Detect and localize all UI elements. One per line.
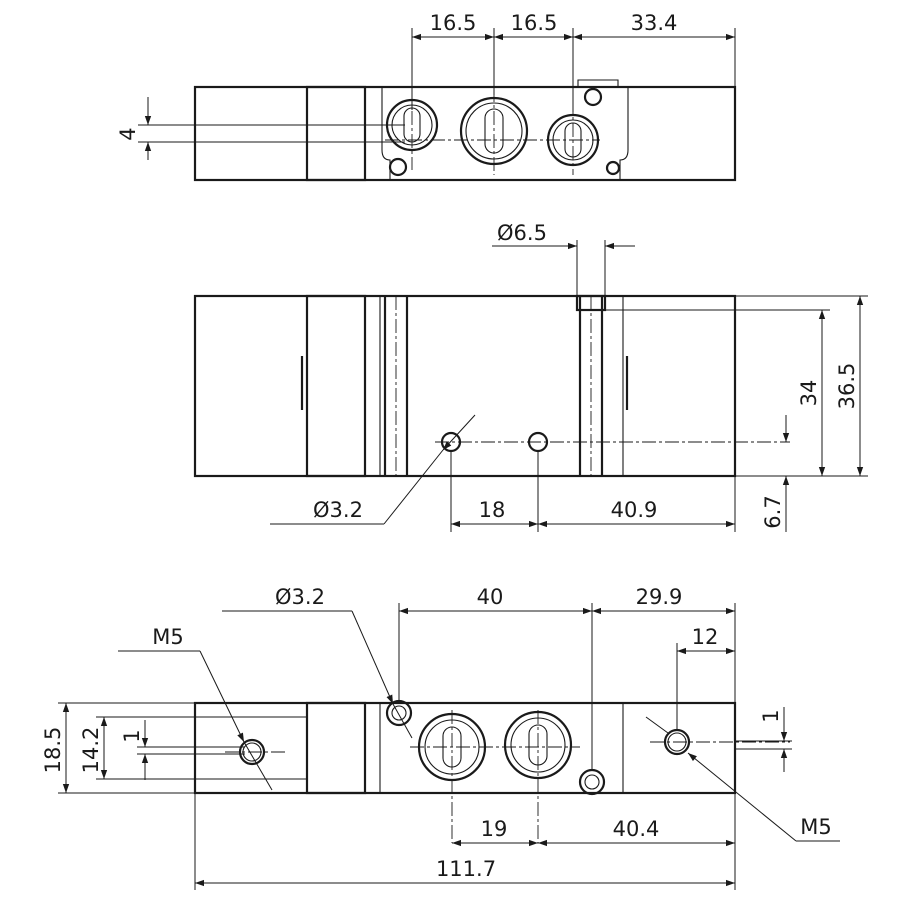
dim-front-height-total: 36.5 bbox=[835, 363, 859, 410]
front-view-pin-head bbox=[575, 294, 607, 312]
bottom-view-end-cap bbox=[305, 701, 367, 795]
bottom-thread-left bbox=[238, 738, 266, 766]
bottom-view: 40 29.9 12 Ø3.2 M5 M5 1 18.5 14.2 bbox=[41, 585, 840, 890]
dim-bottom-port-spacing: 19 bbox=[481, 817, 508, 841]
dim-bottom-mount-to-end: 29.9 bbox=[636, 585, 683, 609]
dim-bottom-length-total: 111.7 bbox=[436, 857, 496, 881]
bottom-mount-hole-right bbox=[578, 768, 606, 796]
top-mount-hole-1 bbox=[583, 87, 603, 107]
dim-front-hole-spacing: 18 bbox=[479, 498, 506, 522]
dim-top-pitch-left: 16.5 bbox=[430, 11, 477, 35]
bottom-mount-hole-left bbox=[385, 699, 413, 727]
dim-top-pitch-right: 16.5 bbox=[511, 11, 558, 35]
top-view-flange-right bbox=[619, 87, 629, 180]
dim-bottom-offset-right: 1 bbox=[759, 709, 783, 722]
dim-front-hole-height: 6.7 bbox=[761, 495, 785, 528]
dim-bottom-mount-spacing: 40 bbox=[477, 585, 504, 609]
thread-right-label: M5 bbox=[800, 815, 831, 839]
dim-front-hole-dia: Ø3.2 bbox=[313, 498, 363, 522]
bottom-view-body bbox=[193, 701, 737, 795]
top-mount-hole-2 bbox=[388, 157, 408, 177]
thread-left-label: M5 bbox=[152, 625, 183, 649]
top-view-flange-left bbox=[381, 87, 391, 180]
dim-top-slot: 4 bbox=[116, 127, 140, 140]
dim-bottom-hole-dia: Ø3.2 bbox=[275, 585, 325, 609]
dim-front-pin-dia: Ø6.5 bbox=[497, 221, 547, 245]
dim-front-height-inner: 34 bbox=[797, 380, 821, 407]
dim-bottom-port-to-end-lower: 40.4 bbox=[613, 817, 660, 841]
front-view: Ø6.5 34 36.5 6.7 18 40.9 Ø3.2 bbox=[193, 221, 868, 532]
dim-bottom-width-total: 18.5 bbox=[41, 727, 65, 774]
top-view-boss bbox=[577, 79, 619, 87]
dim-front-hole-to-end: 40.9 bbox=[611, 498, 658, 522]
top-mount-hole-3 bbox=[605, 160, 621, 176]
top-view-end-cap bbox=[305, 85, 367, 182]
top-view-body bbox=[193, 85, 737, 182]
front-view-body bbox=[193, 294, 737, 478]
top-view: 16.5 16.5 33.4 4 bbox=[116, 11, 737, 182]
dim-bottom-width-inner: 14.2 bbox=[79, 727, 103, 774]
dim-bottom-port-to-end: 12 bbox=[692, 625, 719, 649]
dim-bottom-offset-left: 1 bbox=[120, 729, 144, 742]
front-view-end-cap bbox=[305, 294, 367, 478]
dim-top-right: 33.4 bbox=[631, 11, 678, 35]
